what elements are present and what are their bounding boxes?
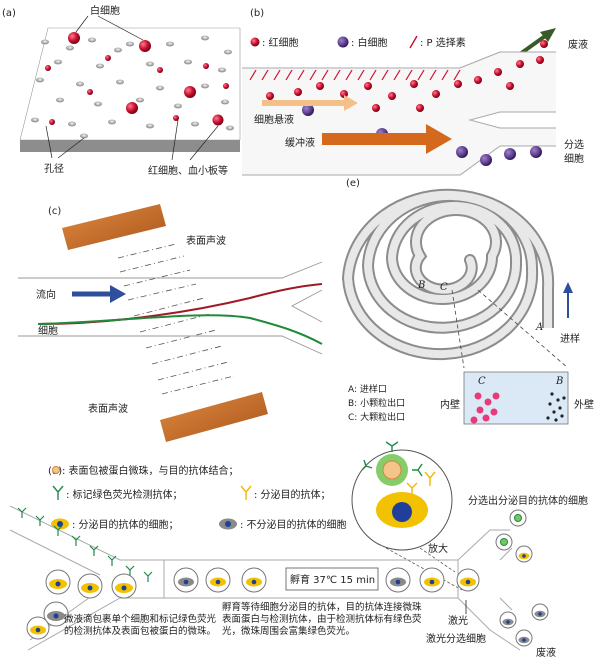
bead-icon: [52, 466, 60, 474]
legend-c: C: 大颗粒出口: [348, 411, 405, 423]
saw-waves: [117, 243, 235, 395]
panel-a: (a): [2, 4, 241, 177]
inset-label-c: C: [478, 376, 486, 387]
channel-rbcs: [266, 40, 548, 112]
saw-top-label: 表面声波: [186, 234, 226, 247]
buffer-label: 缓冲液: [285, 136, 315, 149]
sorted-label-2: 细胞: [564, 152, 584, 165]
waste-d-label: 废液: [536, 646, 556, 659]
waste-arrow: [518, 32, 550, 56]
spiral-label-b: B: [417, 280, 425, 291]
legend-target-ab: : 分泌目的抗体；: [254, 488, 331, 501]
panel-e-tag: (e): [346, 178, 360, 189]
spiral-channel: [341, 188, 555, 361]
legend-psel-icon: [409, 35, 418, 49]
panel-c-tag: (c): [48, 206, 61, 217]
saw-bottom-bar: [160, 392, 268, 442]
panel-d: (d) : 表面包被蛋白微珠，与目的抗体结合； : 标记绿色荧光检测抗体； : …: [9, 441, 588, 659]
legend-a: A: 进样口: [348, 383, 387, 395]
spiral-label-c: C: [440, 282, 448, 293]
inner-wall-label: 内壁: [440, 398, 460, 411]
note-mid: 孵育等待细胞分泌目的抗体，目的抗体连接微珠表面蛋白与检测抗体，由于检测抗体标有绿…: [222, 602, 422, 637]
legend-b: B: 小颗粒出口: [348, 397, 405, 409]
target-antibody-icon: [240, 485, 252, 500]
red-cell-path: [37, 283, 323, 325]
legend-nonsecreting: : 不分泌目的抗体的细胞: [240, 518, 347, 531]
cross-section-inset: [463, 371, 569, 425]
membrane-edge: [20, 140, 240, 152]
legend-detect-ab: : 标记绿色荧光检测抗体；: [66, 488, 183, 501]
legend-rbc-icon: [250, 37, 260, 47]
laser-sort-label: 激光分选细胞: [426, 632, 486, 645]
sorted-label-1: 分选: [564, 138, 584, 151]
small-particles: [546, 392, 566, 422]
inlet-droplets: [26, 569, 137, 640]
incubation-droplets: [173, 567, 445, 593]
inlet-label: 进样: [560, 332, 580, 345]
p-selectin: [249, 69, 461, 81]
panel-b: (b) : 红细胞 : 白细胞 : P 选择素 废液: [242, 8, 588, 176]
green-cell-path: [37, 314, 323, 345]
white-cell-label: 白细胞: [90, 4, 120, 17]
legend-wbc: : 白细胞: [351, 36, 388, 49]
legend-rbc: : 红细胞: [262, 36, 299, 49]
detect-antibody-icon: [52, 485, 64, 500]
rbc-platelet-label: 红细胞、血小板等: [148, 164, 228, 177]
waste-label: 废液: [568, 38, 588, 51]
saw-top-bar: [62, 204, 166, 250]
legend-psel: : P 选择素: [420, 36, 466, 49]
white-cells-large: [68, 32, 224, 126]
outer-wall-label: 外壁: [574, 398, 594, 411]
sorted-droplets: [495, 509, 549, 647]
suspension-label: 细胞悬液: [254, 113, 294, 126]
large-particles: [470, 392, 500, 424]
spiral-label-a: A: [535, 322, 543, 333]
incubate-box: [285, 567, 379, 591]
saw-bottom-label: 表面声波: [88, 402, 128, 415]
incubate-label: 孵育 37℃ 15 min: [290, 573, 375, 586]
flow-label: 流向: [36, 288, 56, 301]
pore-label: 孔径: [44, 162, 64, 175]
small-cells: [45, 55, 229, 125]
magnify-label: 放大: [428, 542, 448, 555]
panel-a-tag: (a): [2, 8, 16, 19]
panel-e: (e) B C A 进样 A: 进样口 B: 小颗粒出口 C: 大颗粒出口 C …: [341, 178, 594, 425]
laser-label: 激光: [448, 614, 468, 627]
panel-b-tag: (b): [250, 8, 264, 19]
legend-secreting: : 分泌目的抗体的细胞；: [72, 518, 179, 531]
legend-bead: : 表面包被蛋白微珠，与目的抗体结合；: [62, 464, 239, 477]
sort-junction-walls: [457, 529, 521, 651]
saw-channel: [18, 261, 323, 355]
pores: [31, 35, 234, 139]
panel-c: (c) 表面声波 表面声波 流向 细胞: [18, 204, 323, 442]
inlet-antibodies: [17, 507, 153, 582]
cell-label: 细胞: [38, 324, 58, 337]
note-left: 微液滴包裹单个细胞和标记绿色荧光的检测抗体及表面包被蛋白的微珠。: [64, 614, 217, 637]
legend-wbc-icon: [337, 36, 349, 48]
sorted-out-label: 分选出分泌目的抗体的细胞: [468, 494, 588, 507]
inset-label-b: B: [555, 376, 563, 387]
